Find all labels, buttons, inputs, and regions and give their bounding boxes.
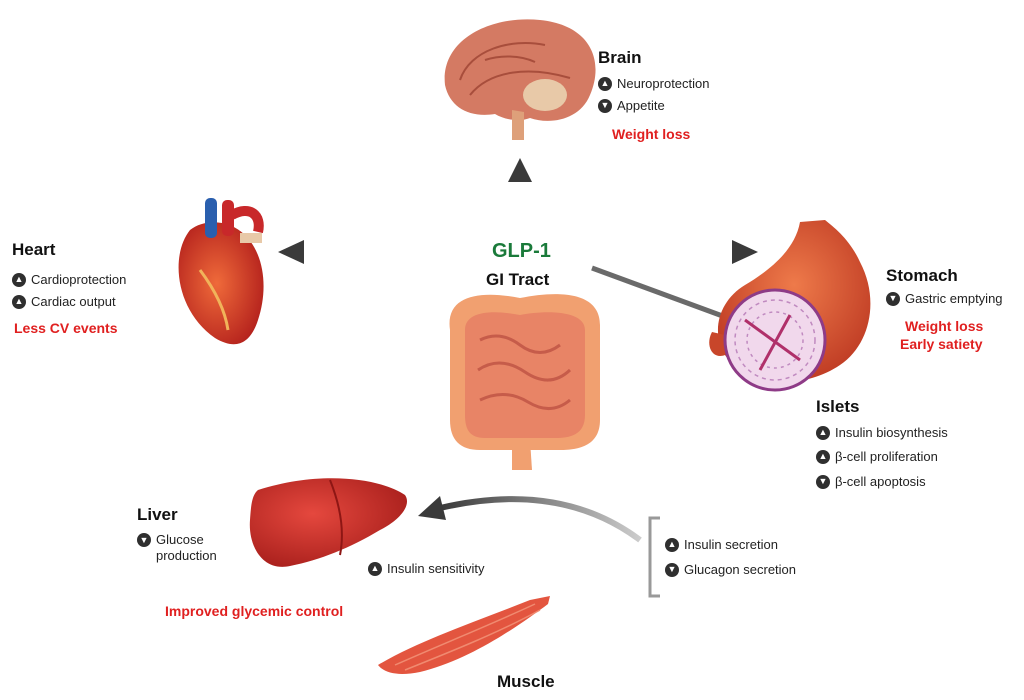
secretion-bracket xyxy=(648,516,660,598)
liver-title: Liver xyxy=(137,505,178,524)
down-arrow-icon: ▼ xyxy=(816,474,830,489)
down-arrow-icon: ▼ xyxy=(137,533,151,547)
up-arrow-icon: ▲ xyxy=(12,294,26,309)
up-arrow-icon: ▲ xyxy=(816,425,830,440)
liver-effect-glucose-production: ▼ Glucose production xyxy=(137,532,217,564)
up-arrow-icon: ▲ xyxy=(598,76,612,91)
brain-title: Brain xyxy=(598,48,642,67)
down-arrow-icon: ▼ xyxy=(665,562,679,577)
heart-illustration xyxy=(178,198,264,345)
glp1-label: GLP-1 xyxy=(492,240,551,262)
liver-illustration xyxy=(249,478,408,567)
muscle-illustration xyxy=(378,596,550,674)
brain-effect-neuroprotection: ▲Neuroprotection xyxy=(598,76,710,91)
heart-outcome: Less CV events xyxy=(14,320,118,336)
arrow-to-heart xyxy=(278,240,478,264)
brain-illustration xyxy=(444,19,596,140)
gi-tract-illustration xyxy=(449,294,600,470)
gi-tract-label: GI Tract xyxy=(486,270,550,289)
arrow-to-stomach xyxy=(580,240,758,264)
islets-title: Islets xyxy=(816,397,860,416)
stomach-outcome-early-satiety: Early satiety xyxy=(900,336,983,352)
heart-title: Heart xyxy=(12,240,56,259)
heart-effect-cardioprotection: ▲Cardioprotection xyxy=(12,272,126,287)
islets-effect-insulin-biosynthesis: ▲Insulin biosynthesis xyxy=(816,425,948,440)
arrow-to-brain xyxy=(508,158,532,225)
arrow-to-liver xyxy=(418,496,642,543)
brain-effect-appetite: ▼Appetite xyxy=(598,98,665,113)
secretion-insulin: ▲Insulin secretion xyxy=(665,537,778,552)
down-arrow-icon: ▼ xyxy=(886,291,900,306)
secretion-glucagon: ▼Glucagon secretion xyxy=(665,562,796,577)
islet-illustration xyxy=(723,288,827,392)
muscle-title: Muscle xyxy=(497,672,555,691)
up-arrow-icon: ▲ xyxy=(12,272,26,287)
up-arrow-icon: ▲ xyxy=(368,561,382,576)
stomach-outcome-weight-loss: Weight loss xyxy=(905,318,984,334)
heart-effect-cardiac-output: ▲Cardiac output xyxy=(12,294,116,309)
stomach-title: Stomach xyxy=(886,266,958,285)
up-arrow-icon: ▲ xyxy=(665,537,679,552)
muscle-effect-insulin-sensitivity: ▲Insulin sensitivity xyxy=(368,561,485,576)
brain-outcome: Weight loss xyxy=(612,126,691,142)
down-arrow-icon: ▼ xyxy=(598,98,612,113)
islets-effect-beta-cell-apoptosis: ▼β-cell apoptosis xyxy=(816,474,926,489)
islets-effect-beta-cell-proliferation: ▲β-cell proliferation xyxy=(816,449,938,464)
stomach-effect-gastric-emptying: ▼Gastric emptying xyxy=(886,291,1003,306)
liver-outcome: Improved glycemic control xyxy=(165,603,344,619)
up-arrow-icon: ▲ xyxy=(816,449,830,464)
